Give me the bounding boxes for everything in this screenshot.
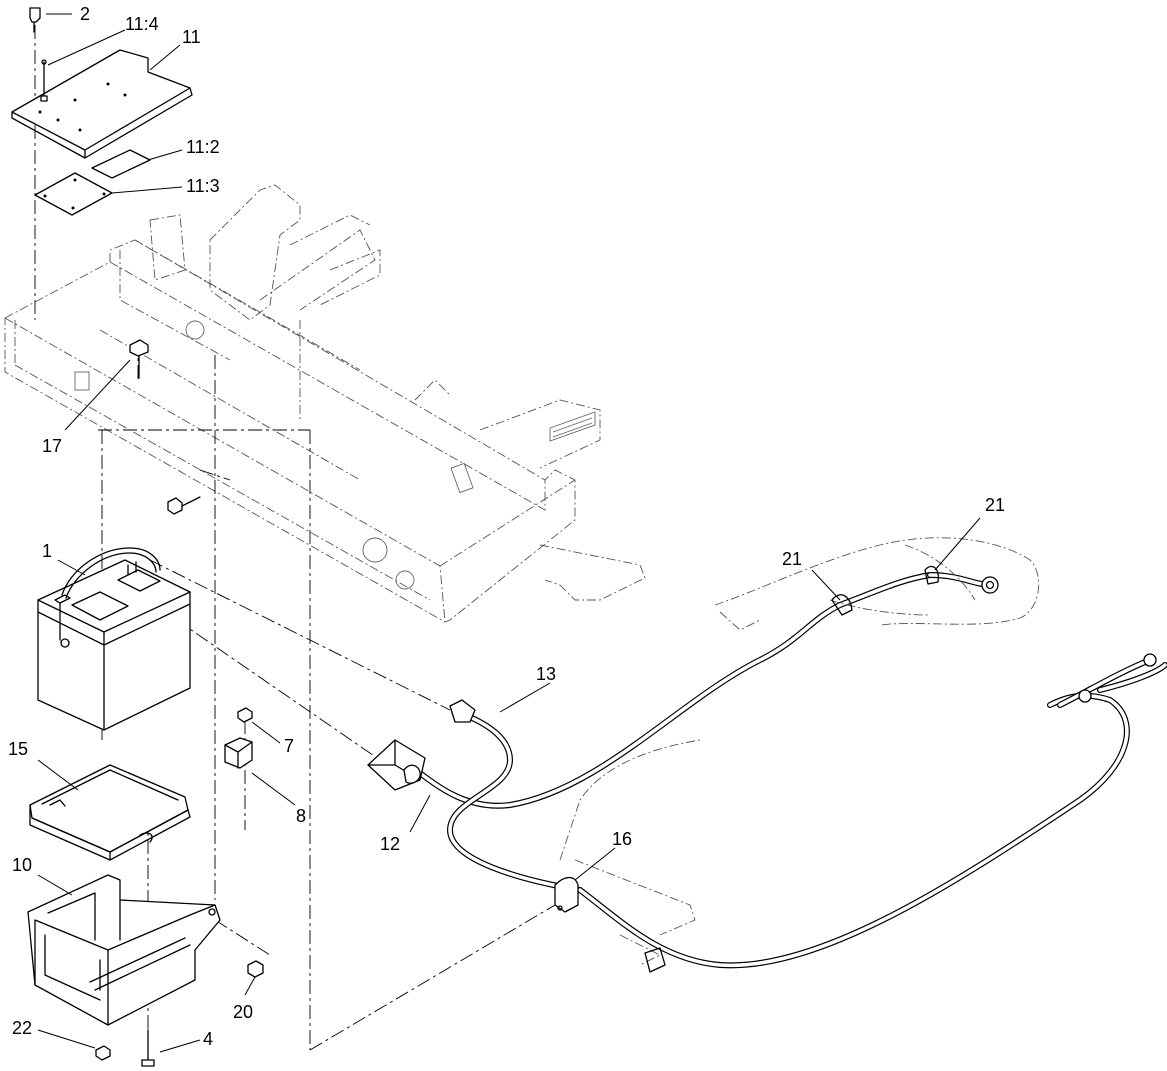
- cable-tie-part-21-left: [831, 594, 853, 616]
- callout-11: 11: [182, 27, 201, 47]
- callout-17: 17: [42, 436, 62, 456]
- callout-22: 22: [12, 1018, 32, 1038]
- cable-part-13: [447, 699, 583, 893]
- callout-4: 4: [203, 1029, 213, 1049]
- bolt-part-17: [129, 339, 149, 379]
- positive-cable-part-12: [367, 572, 999, 809]
- nut-part-7: [237, 707, 253, 723]
- callout-11-3: 11:3: [186, 176, 220, 196]
- callout-21-left: 21: [782, 549, 802, 569]
- callout-12: 12: [380, 834, 400, 854]
- cover-plate-part-11: [11, 49, 193, 159]
- bolt-part-4: [141, 1029, 155, 1067]
- clamp-part-8: [224, 737, 253, 769]
- callout-11-2: 11:2: [186, 137, 220, 157]
- battery-part-1: [37, 547, 191, 731]
- callout-1: 1: [42, 541, 52, 561]
- callout-21-right: 21: [985, 495, 1005, 515]
- cable-tie-part-21-right: [924, 565, 939, 585]
- callout-7: 7: [284, 736, 294, 756]
- leader-lines: [37, 13, 981, 1053]
- callout-labels: 2 11:4 11 11:2 11:3 17 1 21 21 13 7 15 8…: [8, 4, 1005, 1049]
- callout-16: 16: [612, 829, 632, 849]
- bolt-frame: [167, 496, 201, 515]
- starter-area-ghost: [559, 537, 1040, 973]
- callout-2: 2: [80, 4, 90, 24]
- clip-part-16: [554, 876, 579, 913]
- callout-13: 13: [536, 664, 556, 684]
- callout-8: 8: [296, 806, 306, 826]
- screw-part-20: [247, 960, 264, 978]
- callout-11-4: 11:4: [125, 14, 159, 34]
- pad-part-11-3: [34, 172, 113, 216]
- callout-20: 20: [233, 1002, 253, 1022]
- fastener-part-11-4: [40, 59, 48, 102]
- nut-part-22: [95, 1045, 111, 1061]
- battery-tray-part-15: [29, 764, 191, 861]
- frame-rail-ghost: [4, 184, 646, 623]
- callout-15: 15: [8, 739, 28, 759]
- battery-bracket-part-10: [27, 874, 221, 1026]
- pad-part-11-2: [91, 149, 151, 179]
- negative-cable: [577, 653, 1167, 969]
- screw-part-2: [29, 7, 41, 33]
- callout-10: 10: [12, 855, 32, 875]
